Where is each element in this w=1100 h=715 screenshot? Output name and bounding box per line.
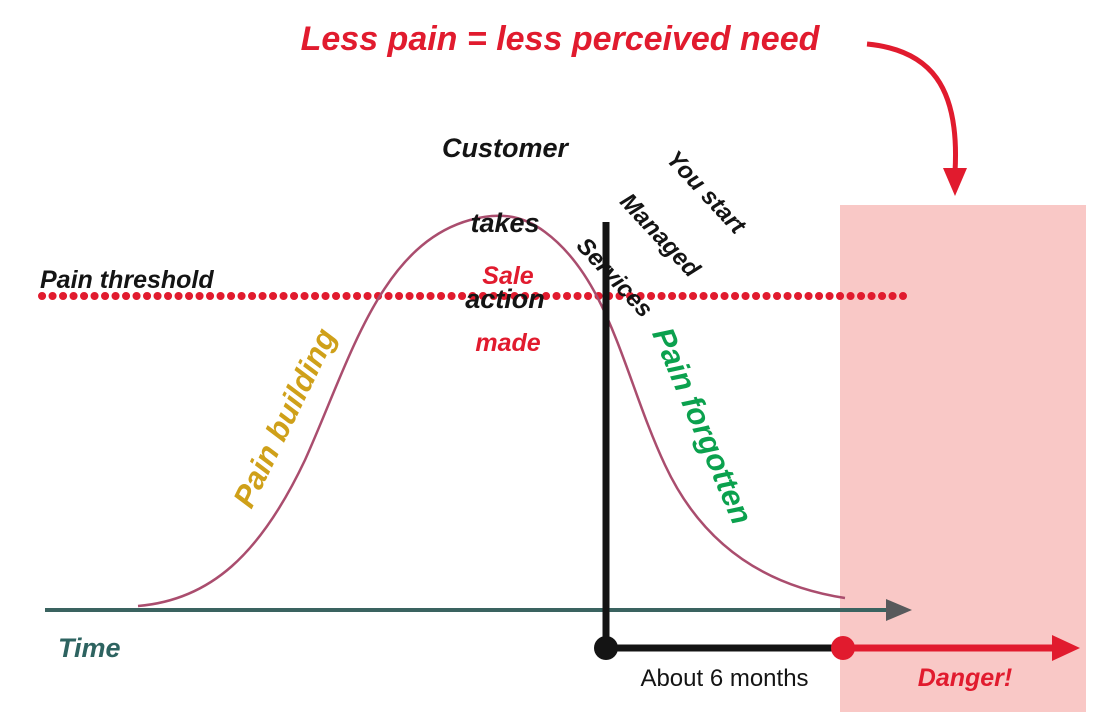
customer-action-label: Customer takes action [420,92,590,357]
danger-label: Danger! [917,664,1013,692]
callout-arrowhead-icon [943,168,967,196]
duration-label: About 6 months [640,665,809,692]
sale-made-line: made [475,329,541,358]
callout-arrow-curve [866,41,959,173]
danger-zone-rect [840,205,1086,712]
diagram-title: Less pain = less perceived need [300,20,820,58]
customer-action-line: takes [470,208,540,239]
customer-action-line: action [465,283,545,314]
pain-threshold-label: Pain threshold [40,266,214,294]
time-axis-label: Time [58,633,121,663]
danger-arrowhead-icon [1052,635,1080,661]
pain-bell-curve [137,214,846,608]
milestone-dot [594,636,618,660]
customer-action-line: Customer [441,132,569,163]
sale-made-label: Sale made [450,226,566,395]
sale-made-line: Sale [482,261,534,290]
time-axis-arrowhead-icon [886,599,912,621]
